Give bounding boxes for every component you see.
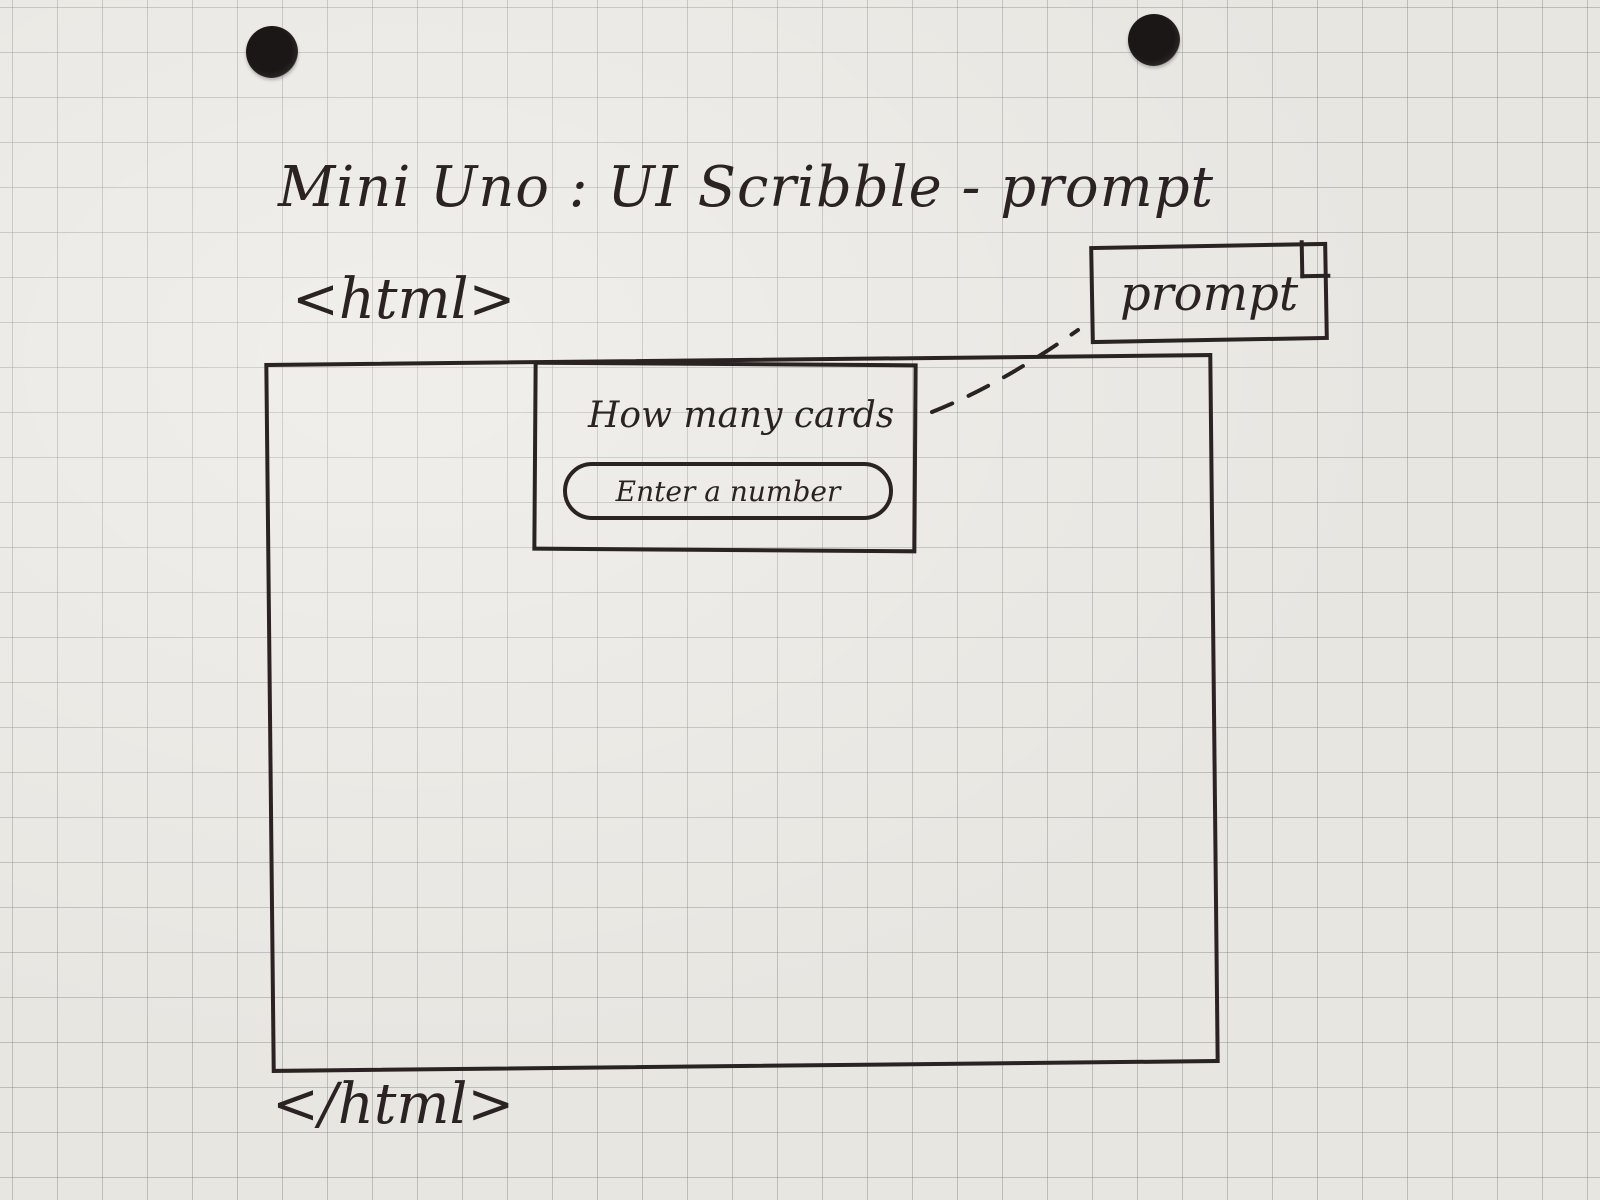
sketch-title: Mini Uno : UI Scribble - prompt bbox=[278, 155, 1215, 220]
prompt-callout-label: prompt bbox=[1120, 266, 1299, 322]
number-input-field[interactable] bbox=[563, 462, 893, 520]
prompt-question: How many cards bbox=[588, 395, 895, 436]
html-close-tag: </html> bbox=[272, 1072, 515, 1137]
prompt-dialog bbox=[532, 360, 918, 554]
html-open-tag: <html> bbox=[292, 267, 516, 332]
punch-hole-right bbox=[1128, 14, 1180, 66]
folded-corner-icon bbox=[1299, 239, 1331, 279]
punch-hole-left bbox=[246, 26, 298, 78]
